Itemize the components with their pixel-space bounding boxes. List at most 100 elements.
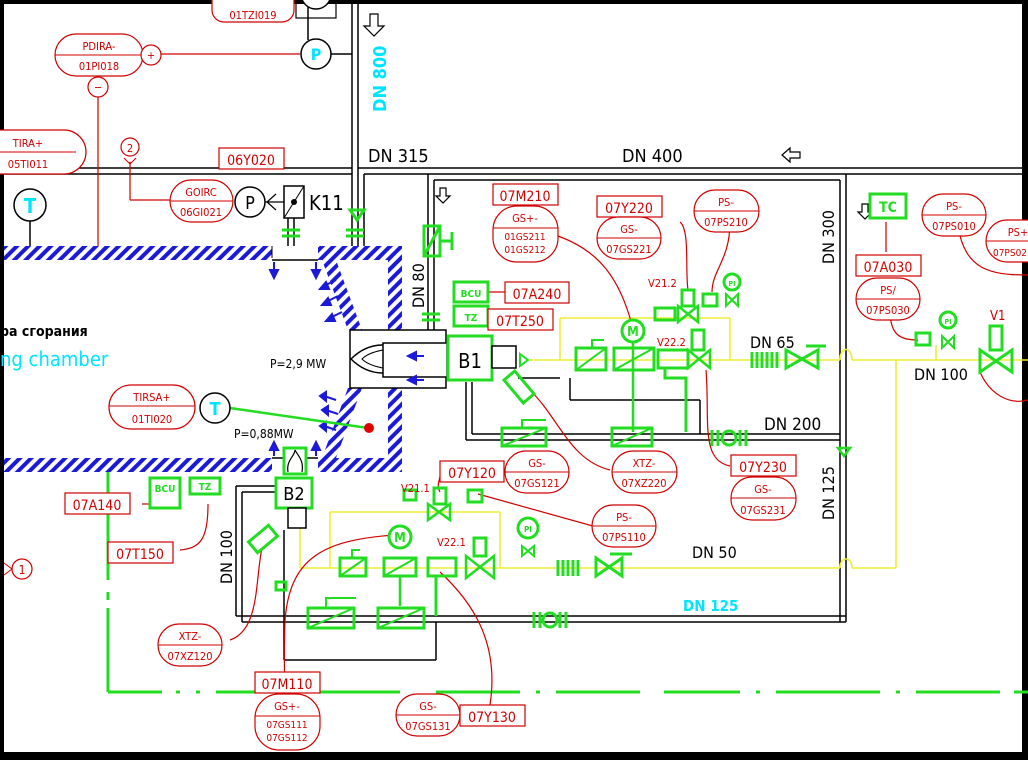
chamber-title-ru: ра сгорания (0, 324, 88, 340)
tag-07t150[interactable] (107, 541, 174, 564)
motorized-valve-dn125[interactable] (376, 606, 426, 630)
valve-v211[interactable] (426, 501, 452, 523)
filter-dn125[interactable] (541, 611, 559, 629)
tag-07a140[interactable] (64, 492, 131, 515)
chamber-top-wall-left (4, 246, 272, 260)
chamber-right-wall-top (388, 246, 402, 330)
svg-text:07PS030: 07PS030 (866, 304, 910, 317)
svg-text:1: 1 (19, 563, 26, 577)
temperature-indicator-chamber[interactable] (199, 392, 231, 424)
svg-text:07XZ120: 07XZ120 (167, 650, 212, 663)
temperature-indicator-top[interactable] (301, 0, 331, 10)
svg-text:01TI020: 01TI020 (132, 413, 172, 426)
svg-text:PS-: PS- (718, 196, 734, 209)
filter-dn200[interactable] (720, 429, 738, 447)
pressure-regulator-dn200[interactable] (500, 426, 548, 448)
pipe-dn65-label: DN 65 (750, 333, 795, 352)
chamber-bottom-wall-right (318, 458, 402, 472)
main-valve-v1[interactable] (978, 347, 1014, 375)
temperature-indicator-left[interactable] (13, 188, 47, 222)
svg-text:07M110: 07M110 (262, 677, 313, 693)
svg-text:GOIRC: GOIRC (185, 186, 217, 199)
motor-actuator-bottom[interactable] (387, 524, 413, 550)
svg-text:07T150: 07T150 (116, 547, 164, 563)
chamber-top-wall-right (318, 246, 402, 260)
safety-valve-v222[interactable] (686, 347, 712, 371)
burner-b2[interactable] (274, 476, 314, 510)
tag-gs-07gs111[interactable] (254, 693, 321, 751)
pipe-dn80-label: DN 80 (409, 263, 428, 308)
svg-text:GS+-: GS+- (274, 700, 300, 713)
valve-actuator-v221[interactable] (472, 536, 488, 558)
tag-07y130[interactable] (459, 704, 526, 727)
svg-text:07Y230: 07Y230 (739, 460, 787, 476)
tag-07a030[interactable] (855, 254, 922, 277)
svg-text:07T250: 07T250 (496, 314, 544, 330)
pressure-switch-07ps110-icon[interactable] (466, 488, 484, 504)
valve-actuator-v222[interactable] (690, 328, 706, 352)
valve-actuator-v1[interactable] (988, 324, 1004, 352)
burner-b1-label: B1 (458, 349, 482, 373)
uv-flame-detector-top[interactable] (501, 368, 537, 406)
tag-07m210[interactable] (492, 183, 559, 206)
svg-text:07PS02: 07PS02 (993, 248, 1027, 259)
pipe-dn315-label: DN 315 (368, 146, 429, 167)
temperature-sensor-point (364, 423, 374, 433)
svg-text:PDIRA-: PDIRA- (82, 40, 115, 53)
ignition-transformer-bottom[interactable] (188, 476, 222, 496)
valve-v212-label: V21.2 (648, 277, 677, 290)
pdira-plus-contact[interactable] (140, 44, 162, 66)
butterfly-valve-dn50[interactable] (594, 555, 624, 579)
check-valve-icon[interactable] (347, 208, 367, 223)
pressure-switch-07ps210-icon[interactable] (701, 292, 719, 308)
pressure-switch-07ps030-icon[interactable] (914, 331, 932, 347)
pilot-pressure-switch[interactable] (274, 580, 288, 592)
valve-actuator-v212[interactable] (680, 288, 696, 308)
reference-circle-2[interactable] (120, 137, 140, 157)
svg-text:07XZ220: 07XZ220 (621, 477, 666, 490)
svg-text:XTZ-: XTZ- (179, 630, 202, 643)
tag-07y120[interactable] (439, 460, 505, 483)
tag-07t250[interactable] (487, 308, 554, 331)
burner-control-unit-top[interactable] (452, 280, 490, 304)
svg-text:07PS110: 07PS110 (602, 531, 646, 544)
tag-07y230[interactable] (730, 454, 797, 477)
pressure-regulator-dn125[interactable] (306, 606, 356, 630)
safety-valve-v221[interactable] (464, 553, 496, 581)
butterfly-valve-dn65[interactable] (784, 347, 820, 371)
pdira-minus-contact[interactable] (87, 76, 109, 98)
svg-text:GS-: GS- (419, 700, 437, 713)
tag-tirsa-01ti020[interactable] (108, 384, 196, 430)
tag-06y020[interactable] (218, 147, 285, 170)
tag-gs-01gs211[interactable] (492, 205, 559, 263)
tag-01tzi019[interactable] (211, 0, 295, 23)
svg-text:07A030: 07A030 (864, 260, 913, 276)
temperature-controller[interactable] (868, 192, 908, 220)
valve-v212[interactable] (676, 303, 700, 325)
compensator-dn50 (556, 560, 580, 576)
flow-arrow-down-icon (362, 13, 386, 37)
svg-text:TIRSA+: TIRSA+ (132, 391, 170, 404)
tag-07a240[interactable] (504, 281, 570, 304)
uv-flame-detector-bottom[interactable] (246, 523, 280, 555)
tag-07m110[interactable] (254, 671, 321, 694)
valve-v222-label: V22.2 (657, 336, 686, 349)
pressure-gauge-right[interactable] (938, 310, 958, 330)
valve-actuator-v211[interactable] (432, 486, 448, 506)
pressure-regulator-v212[interactable] (653, 306, 677, 322)
motorized-valve-dn200[interactable] (610, 426, 654, 448)
pressure-gauge-top[interactable] (722, 272, 742, 292)
signal-lines-red (97, 53, 1028, 741)
solenoid-valve-v221[interactable] (426, 556, 458, 578)
chamber-right-wall-bottom (388, 388, 402, 472)
pressure-gauge-bottom[interactable] (516, 516, 540, 540)
pressure-indicator-cyan[interactable] (300, 38, 332, 70)
check-valve-dn125[interactable] (835, 446, 853, 459)
burner-control-unit-bottom[interactable] (148, 476, 182, 510)
svg-text:01GS212: 01GS212 (504, 245, 545, 256)
svg-text:2: 2 (127, 142, 133, 155)
pipe-dn125-vertical-label: DN 125 (819, 466, 838, 520)
svg-text:07A240: 07A240 (513, 287, 562, 303)
pressure-regulator-v211[interactable] (402, 488, 418, 502)
